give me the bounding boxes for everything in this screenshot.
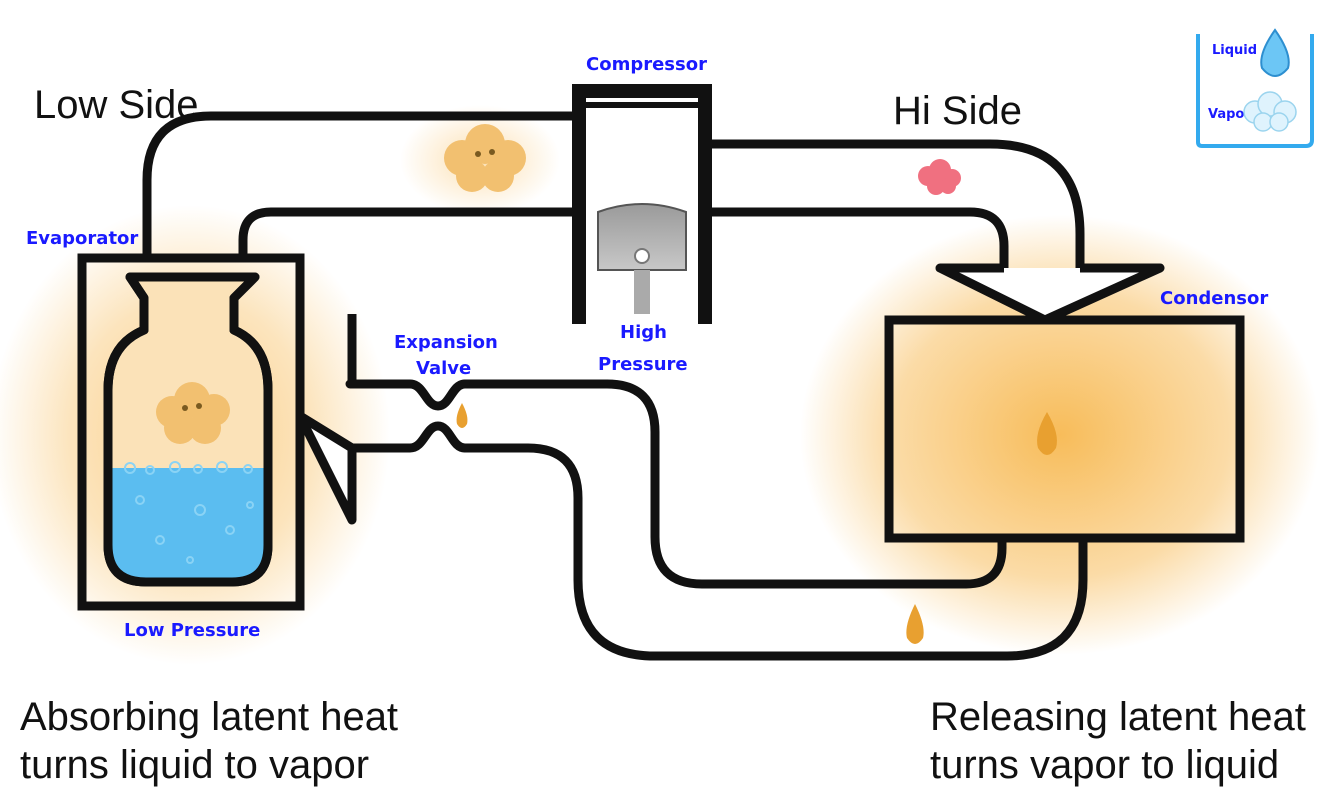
hi-side-heading: Hi Side [893,89,1022,133]
discharge-pipe-inner [700,207,1009,277]
vapor-cloud-discharge [918,159,961,195]
discharge-pipe-outer [700,139,1085,277]
flask-outline [103,272,273,587]
liquid-refrigerant [112,468,264,578]
evaporator-label: Evaporator [26,228,138,249]
legend: Liquid Vapor [1196,28,1314,148]
high-pressure-label-line2: Pressure [598,354,688,375]
low-pressure-label: Low Pressure [124,620,260,641]
compressor-label: Compressor [586,54,707,75]
legend-vapor-label: Vapor [1208,107,1251,122]
releasing-caption-line2: turns vapor to liquid [930,743,1280,787]
suction-pipe-outer [142,111,583,263]
condensor-box [884,315,1245,543]
absorbing-caption-line2: turns liquid to vapor [20,743,370,787]
evaporator-box [77,253,305,611]
legend-liquid-label: Liquid [1212,43,1257,58]
expansion-valve-label-line2: Valve [416,358,471,379]
condensor-label: Condensor [1160,288,1268,309]
liquid-pipe-inner [460,379,1007,589]
droplet-condensor [1037,412,1057,455]
suction-pipe-inner [238,207,583,263]
vapor-cloud-evaporator [156,382,230,444]
high-pressure-label-line1: High [620,322,667,343]
evaporator-arrow [295,314,357,525]
connecting-rod [634,270,650,314]
vapor-cloud-icon [1243,91,1297,132]
compressor [572,84,712,324]
condensor-heat-glow [800,215,1320,655]
droplet-liquid-line [906,604,924,644]
absorbing-caption-line1: Absorbing latent heat [20,695,399,739]
low-side-heading: Low Side [34,83,199,127]
vapor-cloud-suction [444,124,526,192]
bubbles [124,461,254,564]
piping [142,111,1088,661]
liquid-drop-icon [1260,28,1290,77]
liquid-pipe-outer [460,443,1088,661]
cycle-drawing: Compressor Evaporator Condensor Expansio… [0,28,1320,665]
expansion-valve-lower [345,421,470,453]
expansion-valve-upper [345,379,470,411]
piston [597,203,687,271]
releasing-caption-line1: Releasing latent heat [930,695,1306,739]
expansion-valve-label-line1: Expansion [394,332,498,353]
droplet-valve [456,403,468,428]
